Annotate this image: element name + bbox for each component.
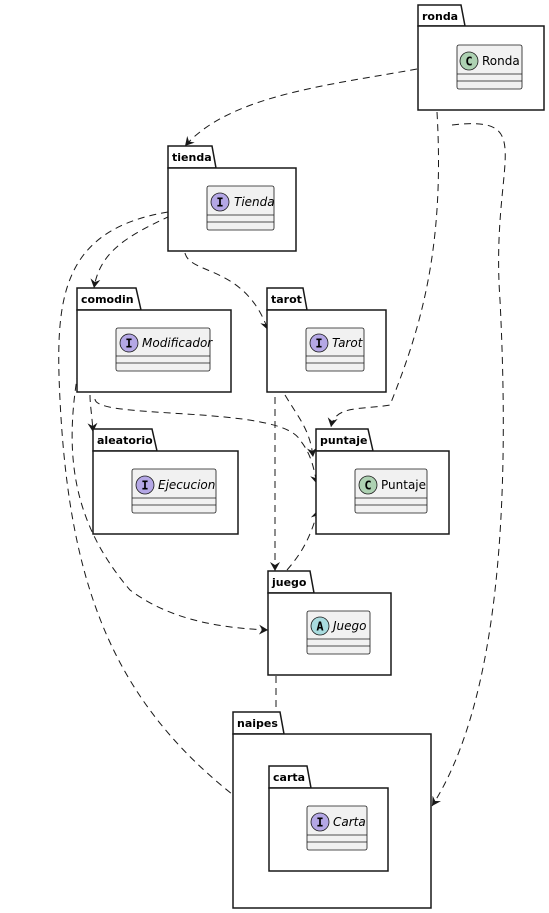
edge-ronda-carta xyxy=(431,123,506,807)
interface-carta[interactable]: I Carta xyxy=(306,805,368,851)
interface-stereotype-icon xyxy=(119,333,139,353)
package-label: juego xyxy=(271,576,307,589)
class-name: Juego xyxy=(331,619,367,633)
package-juego: juego A Juego xyxy=(267,570,392,676)
class-name: Carta xyxy=(333,815,366,829)
edge-ronda-tienda xyxy=(184,68,418,147)
package-label: puntaje xyxy=(320,434,367,447)
edge-tienda-carta xyxy=(58,211,271,823)
package-label: tarot xyxy=(271,293,302,306)
package-label: tienda xyxy=(172,151,212,164)
stereotype-letter: I xyxy=(316,816,323,830)
interface-stereotype-icon xyxy=(135,475,155,495)
interface-ejecucion[interactable]: I Ejecucion xyxy=(131,468,217,514)
interface-tienda[interactable]: I Tienda xyxy=(206,185,275,231)
edge-tienda-tarot xyxy=(184,252,270,331)
stereotype-letter: I xyxy=(141,479,148,493)
class-name: Puntaje xyxy=(381,478,426,492)
class-stereotype-icon xyxy=(459,51,479,71)
edge-tarot-puntaje xyxy=(284,394,317,458)
interface-stereotype-icon xyxy=(310,812,330,832)
edge-comodin-aleatorio xyxy=(87,394,98,433)
package-naipes: naipes carta I Carta xyxy=(232,711,432,909)
package-label: carta xyxy=(273,771,305,784)
stereotype-letter: I xyxy=(315,337,322,351)
package-tarot: tarot I Tarot xyxy=(266,287,387,393)
package-label: naipes xyxy=(237,717,278,730)
package-comodin: comodin I Modificador xyxy=(76,287,232,393)
class-name: Ejecucion xyxy=(158,478,215,492)
interface-stereotype-icon xyxy=(210,192,230,212)
stereotype-letter: C xyxy=(465,55,472,69)
class-name: Ronda xyxy=(482,54,520,68)
edge-comodin-puntaje xyxy=(94,398,321,485)
interface-stereotype-icon xyxy=(309,333,329,353)
class-ronda[interactable]: C Ronda xyxy=(456,44,523,90)
dependency-edges xyxy=(58,68,506,823)
class-name: Tienda xyxy=(234,195,275,209)
stereotype-letter: I xyxy=(125,337,132,351)
stereotype-letter: A xyxy=(316,620,324,634)
class-name: Modificador xyxy=(142,336,213,350)
edge-juego-puntaje xyxy=(286,509,321,571)
class-puntaje[interactable]: C Puntaje xyxy=(354,468,428,514)
package-carta: carta I Carta xyxy=(268,765,389,872)
class-stereotype-icon xyxy=(358,475,378,495)
package-label: ronda xyxy=(422,10,458,23)
edge-comodin-juego xyxy=(71,371,269,635)
package-puntaje: puntaje C Puntaje xyxy=(315,428,450,535)
interface-tarot[interactable]: I Tarot xyxy=(305,327,365,372)
interface-modificador[interactable]: I Modificador xyxy=(115,327,213,372)
edge-tienda-comodin xyxy=(90,215,171,289)
abstract-stereotype-icon xyxy=(310,616,330,636)
package-label: aleatorio xyxy=(97,434,153,447)
package-label: comodin xyxy=(81,293,134,306)
edge-ronda-puntaje xyxy=(327,111,439,428)
stereotype-letter: I xyxy=(216,196,223,210)
package-ronda: ronda C Ronda xyxy=(417,4,545,111)
abstract-class-juego[interactable]: A Juego xyxy=(306,610,371,655)
stereotype-letter: C xyxy=(364,479,371,493)
package-tienda: tienda I Tienda xyxy=(167,145,297,252)
class-name: Tarot xyxy=(332,336,364,350)
package-aleatorio: aleatorio I Ejecucion xyxy=(92,428,239,535)
